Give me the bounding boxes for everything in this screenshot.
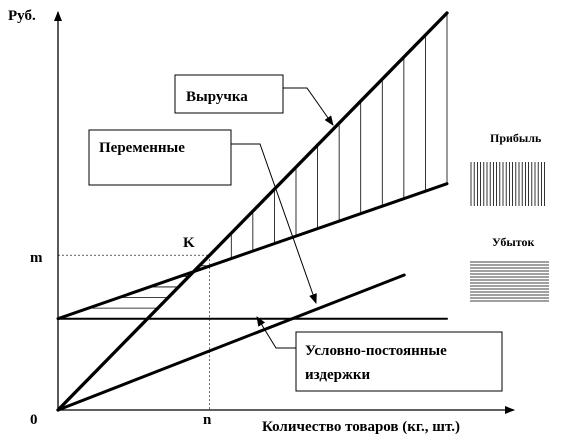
series-line-variable-costs [56,273,406,412]
legend-label-loss: Убыток [492,235,534,249]
origin-label: 0 [30,412,38,428]
legend-swatch-loss [470,261,549,302]
callout-box-fixed [295,331,503,392]
y-tick-label: m [30,250,43,266]
callout-label-revenue: Выручка [186,89,248,105]
callout-label-fixed-line1: Условно-постоянные [305,343,447,359]
breakeven-label: K [183,235,195,251]
x-axis-label: Количество товаров (кг., шт.) [262,419,460,435]
callout-pointer-variable [231,143,317,304]
profit-hatch [230,13,448,259]
legend-label-profit: Прибыль [490,131,542,145]
x-tick-label: n [203,412,212,428]
series-line-variable [56,182,449,321]
callout-label-fixed-line2: издержки [305,367,371,383]
legend-swatch-profit [470,162,545,206]
series-line-revenue [56,11,449,412]
callout-pointer-revenue [283,87,334,126]
callout-pointer-fixed [256,316,296,349]
y-axis-label: Руб. [8,8,36,24]
callout-box-variable [88,129,232,186]
callout-box-revenue [174,74,284,114]
callout-label-variable: Переменные [99,140,185,156]
